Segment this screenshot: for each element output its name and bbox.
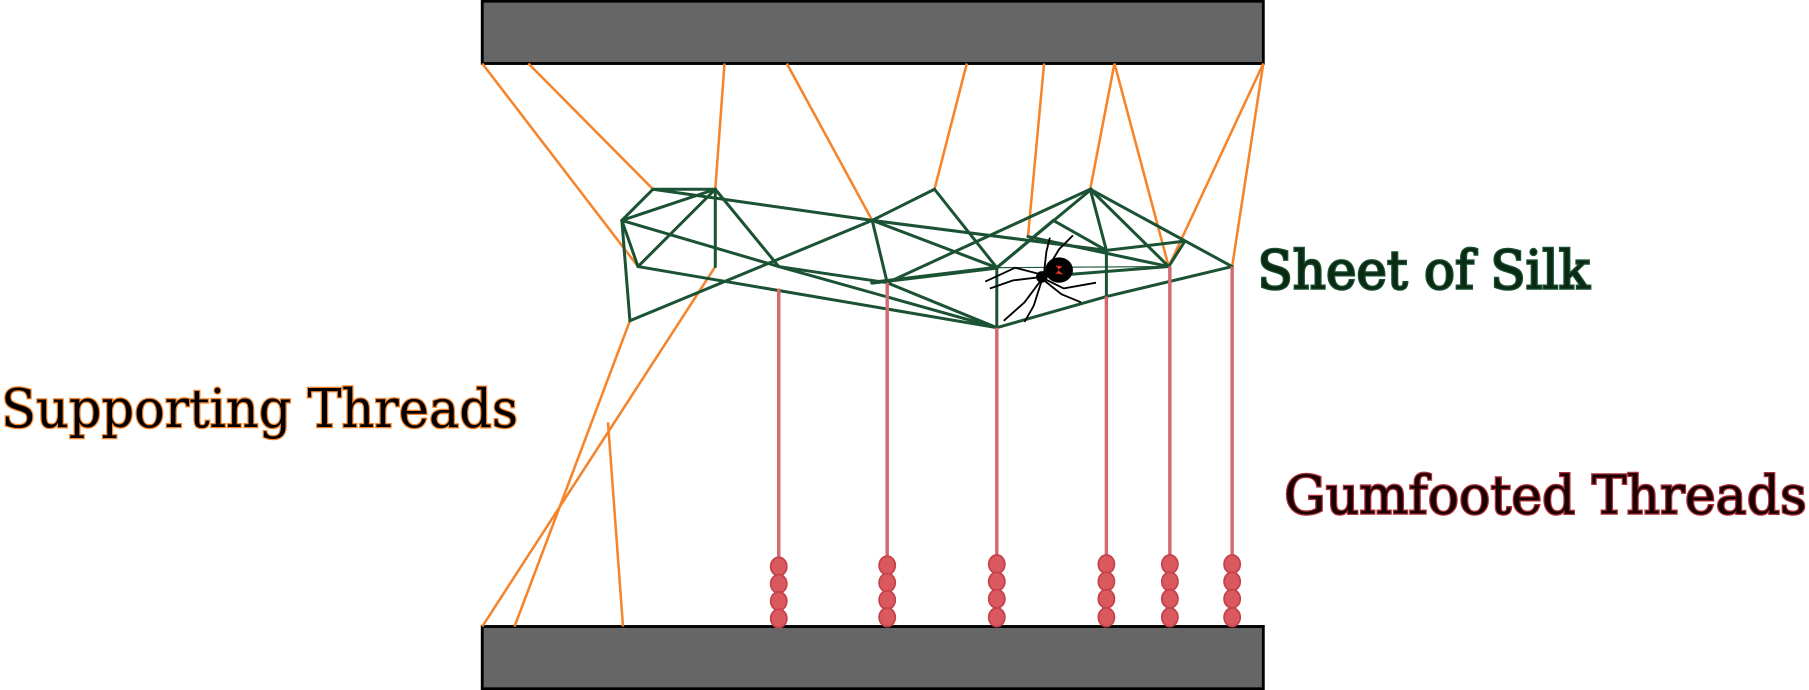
sheet-of-silk [620,187,1234,330]
bottom-substrate-bar [480,625,1265,690]
supporting-threads [481,62,1265,628]
sheet-of-silk-label: Sheet of Silk [1258,239,1591,301]
gumfooted-thread [1160,266,1179,628]
gumfooted-thread [1097,296,1116,628]
gumfooted-threads [769,266,1242,629]
gumfooted-thread [878,282,897,628]
spider-icon [984,234,1097,323]
gumfooted-thread [769,288,788,629]
gumfooted-thread [987,327,1006,628]
top-substrate-bar [480,0,1265,65]
supporting-threads-label: Supporting Threads [1,378,518,440]
gumfooted-thread [1223,266,1242,628]
gumfooted-threads-label: Gumfooted Threads [1284,464,1807,526]
